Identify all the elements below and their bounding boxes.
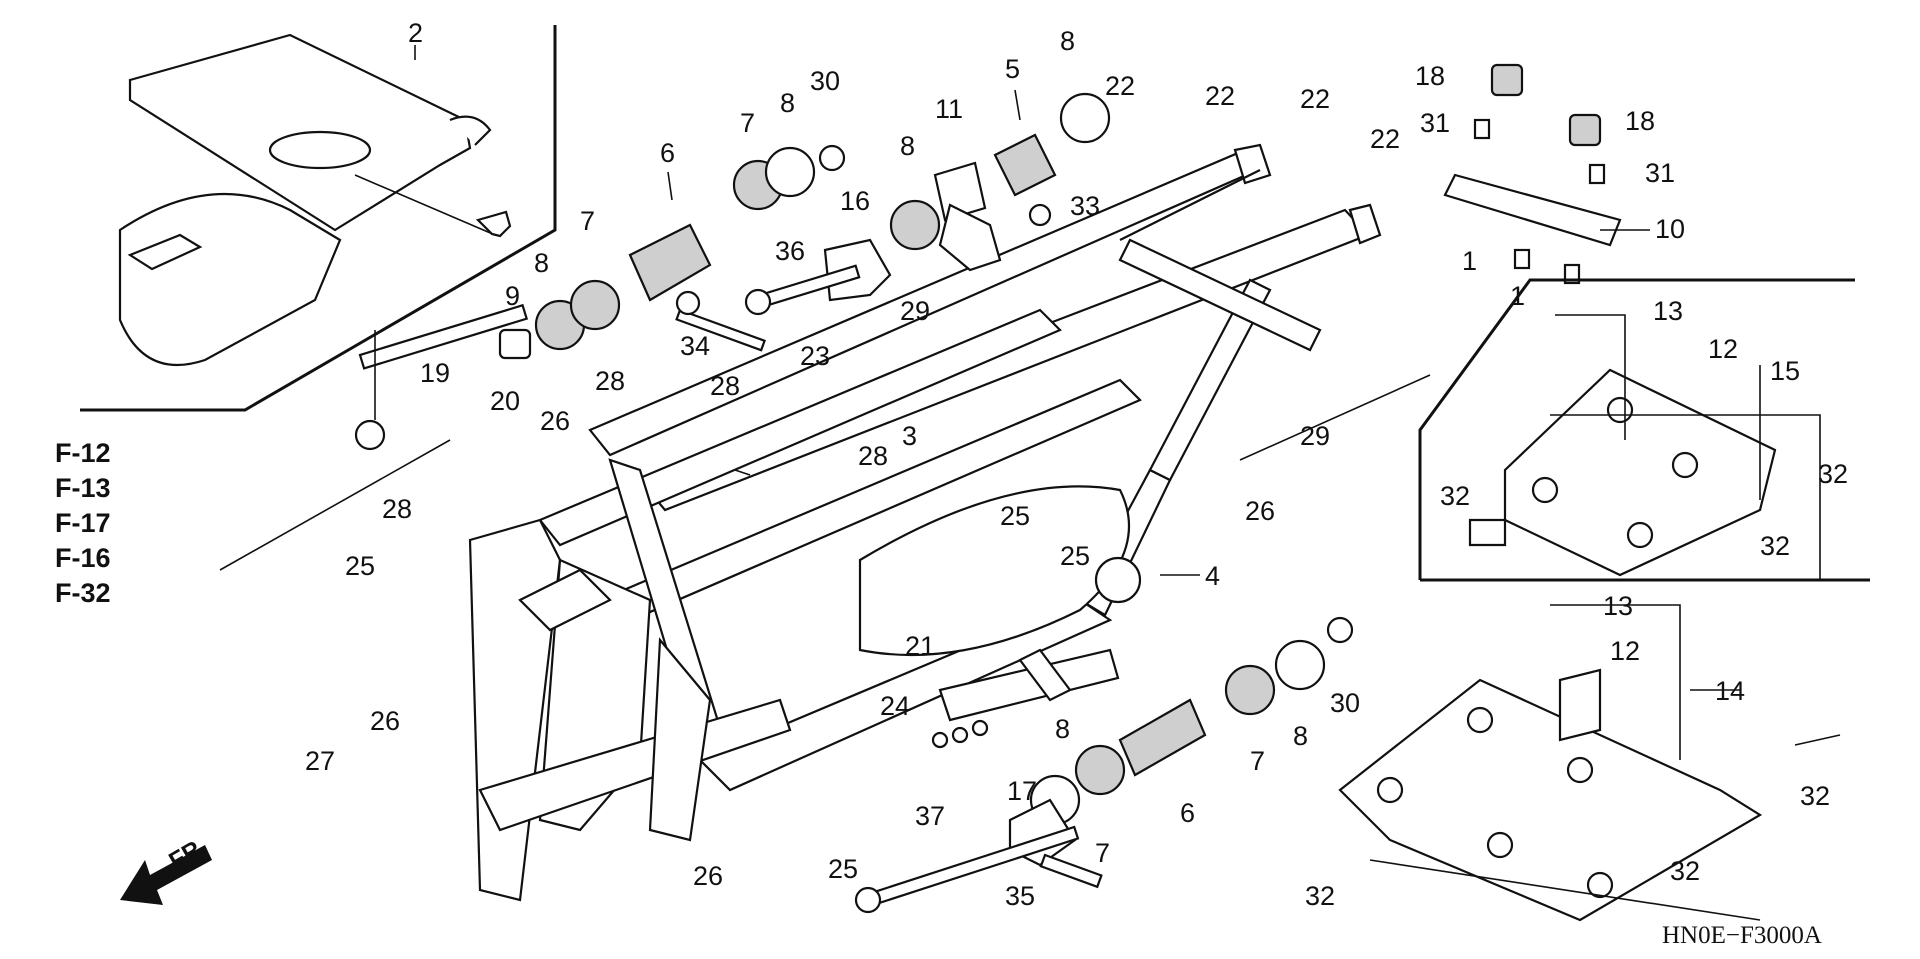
main-frame [468,143,1382,902]
callout-8: 8 [1055,714,1070,744]
callout-18: 18 [1625,106,1655,136]
callout-28: 28 [858,441,888,471]
callout-8: 8 [1060,26,1075,56]
inset-upper-left [80,25,557,412]
callout-32: 32 [1800,781,1830,811]
callout-7: 7 [1095,838,1110,868]
callout-32: 32 [1305,881,1335,911]
callout-28: 28 [710,371,740,401]
callout-10: 10 [1655,214,1685,244]
callout-32: 32 [1440,481,1470,511]
callout-2: 2 [408,18,423,48]
callout-26: 26 [540,406,570,436]
callout-13: 13 [1603,591,1633,621]
callout-8: 8 [900,131,915,161]
callout-24: 24 [880,691,910,721]
callout-32: 32 [1670,856,1700,886]
callout-22: 22 [1300,84,1330,114]
callout-31: 31 [1420,108,1450,138]
callout-35: 35 [1005,881,1035,911]
callout-5: 5 [1005,54,1020,84]
callout-19: 19 [420,358,450,388]
callout-12: 12 [1610,636,1640,666]
callout-27: 27 [305,746,335,776]
callout-22: 22 [1205,81,1235,111]
callout-6: 6 [1180,798,1195,828]
callout-6: 6 [660,138,675,168]
callout-25: 25 [1060,541,1090,571]
lower-axle-assembly [854,616,1354,914]
callout-11: 11 [935,94,963,124]
front-arrow-icon [120,845,212,905]
callout-25: 25 [828,854,858,884]
callout-33: 33 [1070,191,1100,221]
callout-15: 15 [1770,356,1800,386]
callout-29: 29 [900,296,930,326]
callout-26: 26 [1245,496,1275,526]
ref-f13: F-13 [55,473,111,503]
callout-16: 16 [840,186,870,216]
callout-4: 4 [1205,561,1220,591]
cross-references: F-12 F-13 F-17 F-16 F-32 [55,438,111,608]
callout-21: 21 [905,631,935,661]
callout-12: 12 [1708,334,1738,364]
callout-9: 9 [505,281,520,311]
callout-37: 37 [915,801,945,831]
ref-f12: F-12 [55,438,111,468]
callout-30: 30 [810,66,840,96]
callout-30: 30 [1330,688,1360,718]
ref-f17: F-17 [55,508,111,538]
callout-26: 26 [693,861,723,891]
skid-plate-lower [1338,668,1763,922]
callout-25: 25 [345,551,375,581]
callout-13: 13 [1653,296,1683,326]
callout-31: 31 [1645,158,1675,188]
callout-22: 22 [1370,124,1400,154]
callout-8: 8 [780,88,795,118]
callout-32: 32 [1760,531,1790,561]
part-callouts: 2 30 8 7 6 7 8 9 19 5 8 11 8 16 36 33 29… [305,18,1848,911]
callout-8: 8 [1293,721,1308,751]
upper-axle-assembly [354,92,1111,451]
bracket-assembly [1443,63,1622,285]
callout-20: 20 [490,386,520,416]
diagram-code: HN0E−F3000A [1662,922,1822,949]
callout-28: 28 [595,366,625,396]
callout-7: 7 [740,108,755,138]
callout-28: 28 [382,494,412,524]
callout-36: 36 [775,236,805,266]
ref-f32: F-32 [55,578,111,608]
callout-7: 7 [1250,746,1265,776]
callout-26: 26 [370,706,400,736]
callout-23: 23 [800,341,830,371]
leader-lines [219,45,1841,921]
callout-1: 1 [1510,281,1525,311]
callout-3: 3 [902,421,917,451]
callout-1: 1 [1462,246,1477,276]
inset-right-middle [1418,278,1870,582]
callout-18: 18 [1415,61,1445,91]
callout-29: 29 [1300,421,1330,451]
callout-8: 8 [534,248,549,278]
callout-14: 14 [1715,676,1745,706]
callout-34: 34 [680,331,710,361]
callout-25: 25 [1000,501,1030,531]
callout-7: 7 [580,206,595,236]
callout-32: 32 [1818,459,1848,489]
callout-17: 17 [1007,776,1037,806]
ref-f16: F-16 [55,543,111,573]
callout-22: 22 [1105,71,1135,101]
